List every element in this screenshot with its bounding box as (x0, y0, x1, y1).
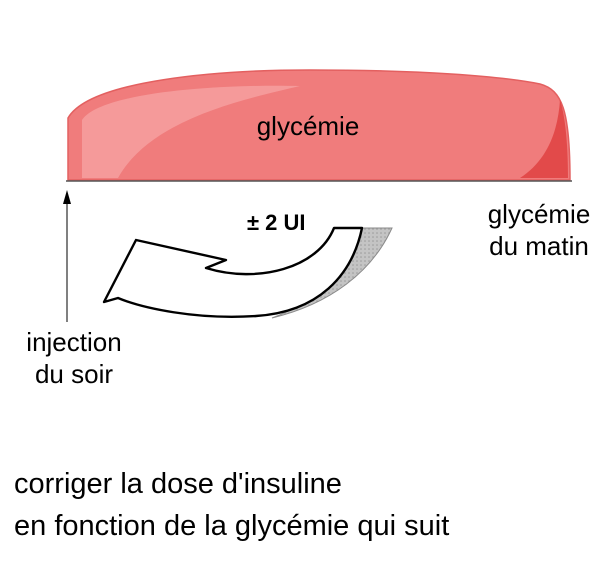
evening-injection-line-1: injection (26, 327, 122, 357)
correction-arrow (102, 226, 364, 318)
caption-line-1: corriger la dose d'insuline (14, 468, 342, 500)
morning-glycemia-line-2: du matin (489, 231, 589, 261)
caption-line-2: en fonction de la glycémie qui suit (14, 510, 450, 542)
morning-glycemia-line-1: glycémie (487, 199, 591, 229)
morning-glycemia-label: glycémie du matin (466, 198, 612, 262)
dose-adjustment-label: ± 2 UI (247, 210, 306, 235)
evening-injection-line-2: du soir (34, 359, 114, 389)
glycemia-curve-shadow (520, 100, 568, 178)
injection-marker-arrowhead (63, 190, 71, 204)
evening-injection-label: injection du soir (10, 326, 138, 390)
glycemia-curve-highlight (82, 85, 300, 178)
glycemia-label: glycémie (256, 111, 360, 141)
